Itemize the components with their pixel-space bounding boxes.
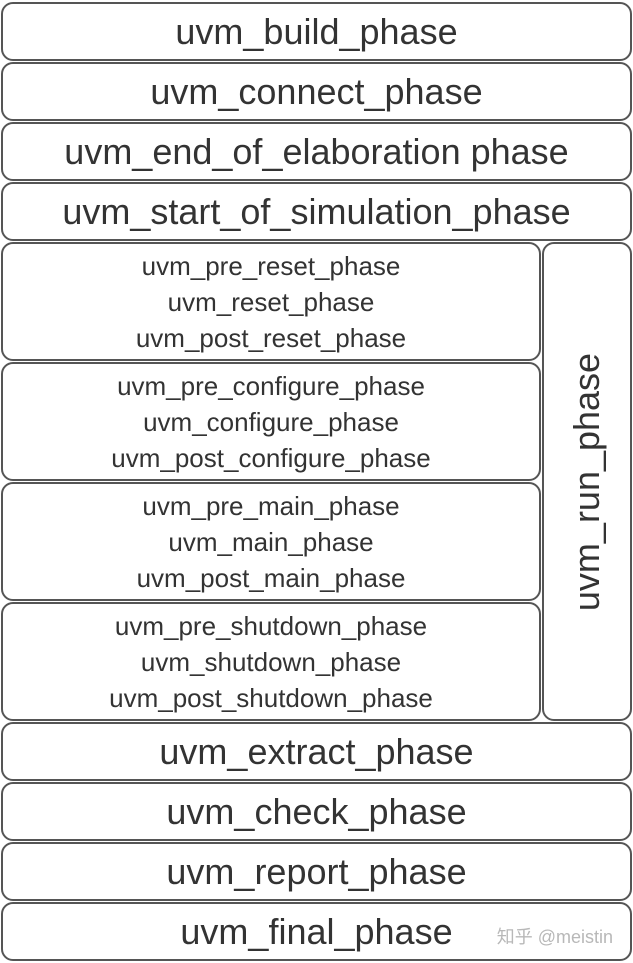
reset-phase-label: uvm_reset_phase [167, 286, 375, 317]
configure-phase-group: uvm_pre_configure_phase uvm_configure_ph… [1, 362, 541, 481]
watermark: 知乎 @meistin [496, 927, 613, 947]
end-of-elaboration-phase-label: uvm_end_of_elaboration phase [64, 130, 569, 172]
end-of-elaboration-phase-box: uvm_end_of_elaboration phase [1, 122, 632, 181]
post-reset-phase-label: uvm_post_reset_phase [135, 322, 407, 353]
main-phase-label: uvm_main_phase [168, 526, 374, 557]
build-phase-box: uvm_build_phase [1, 2, 632, 61]
run-phase-box: uvm_run_phase [542, 242, 632, 721]
shutdown-phase-group: uvm_pre_shutdown_phase uvm_shutdown_phas… [1, 602, 541, 721]
report-phase-label: uvm_report_phase [166, 850, 467, 892]
run-phase-label: uvm_run_phase [566, 352, 608, 611]
post-shutdown-phase-label: uvm_post_shutdown_phase [109, 682, 433, 713]
connect-phase-box: uvm_connect_phase [1, 62, 632, 121]
start-of-simulation-phase-label: uvm_start_of_simulation_phase [62, 190, 571, 232]
post-main-phase-label: uvm_post_main_phase [136, 562, 406, 593]
final-phase-box: uvm_final_phase [1, 902, 632, 961]
connect-phase-label: uvm_connect_phase [150, 70, 483, 112]
start-of-simulation-phase-box: uvm_start_of_simulation_phase [1, 182, 632, 241]
extract-phase-box: uvm_extract_phase [1, 722, 632, 781]
reset-phase-group: uvm_pre_reset_phase uvm_reset_phase uvm_… [1, 242, 541, 361]
check-phase-label: uvm_check_phase [166, 790, 467, 832]
build-phase-label: uvm_build_phase [175, 10, 458, 52]
configure-phase-label: uvm_configure_phase [143, 406, 399, 437]
post-configure-phase-label: uvm_post_configure_phase [111, 442, 431, 473]
pre-shutdown-phase-label: uvm_pre_shutdown_phase [114, 610, 428, 641]
final-phase-label: uvm_final_phase [180, 910, 453, 952]
report-phase-box: uvm_report_phase [1, 842, 632, 901]
pre-configure-phase-label: uvm_pre_configure_phase [117, 370, 425, 401]
main-phase-group: uvm_pre_main_phase uvm_main_phase uvm_po… [1, 482, 541, 601]
extract-phase-label: uvm_extract_phase [159, 730, 474, 772]
check-phase-box: uvm_check_phase [1, 782, 632, 841]
shutdown-phase-label: uvm_shutdown_phase [140, 646, 402, 677]
pre-main-phase-label: uvm_pre_main_phase [142, 490, 400, 521]
pre-reset-phase-label: uvm_pre_reset_phase [141, 250, 401, 281]
